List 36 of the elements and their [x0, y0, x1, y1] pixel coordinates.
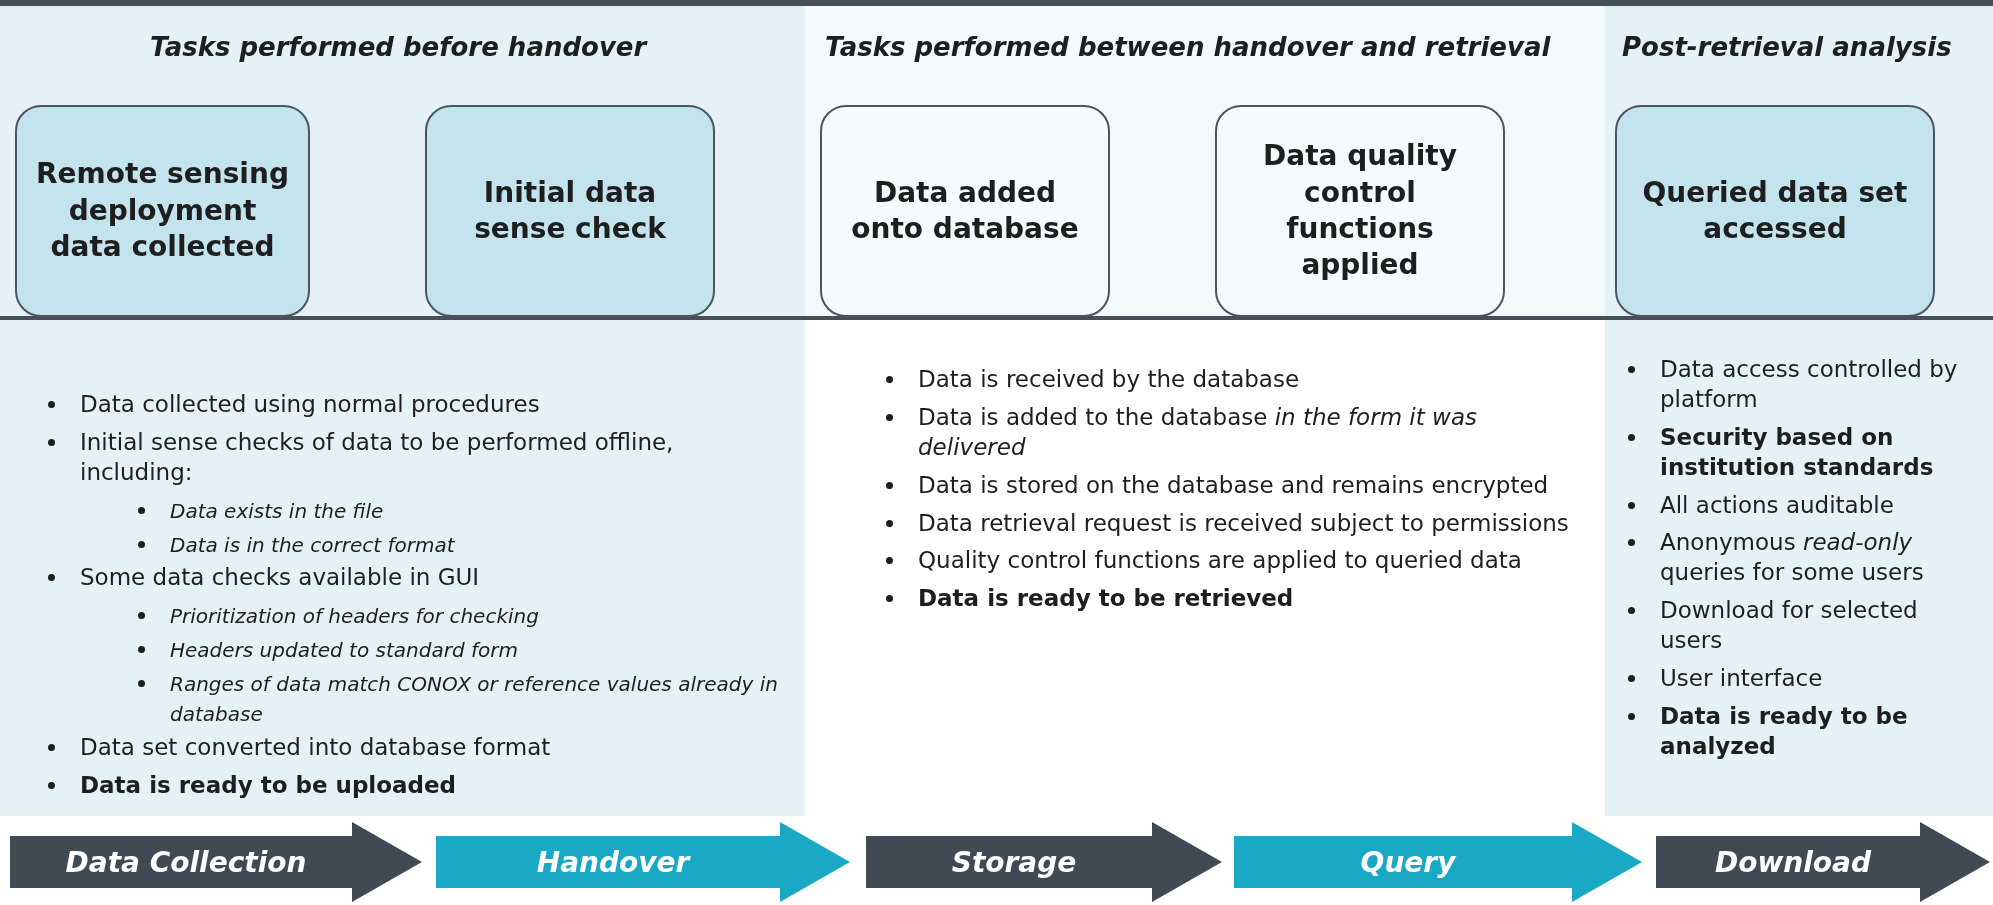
column-heading: Tasks performed before handover	[150, 32, 647, 62]
column-heading: Post-retrieval analysis	[1622, 32, 1952, 62]
stage-banner: Storage	[866, 822, 1222, 902]
bullet-text: Headers updated to standard form	[170, 638, 518, 663]
stage-banner: Query	[1234, 822, 1642, 902]
process-box: Data quality control functions applied	[1215, 105, 1505, 317]
bullet-text: Data is ready to be uploaded	[80, 771, 457, 798]
bullet-text: All actions auditable	[1660, 491, 1894, 518]
bullet-text: Data is in the correct format	[170, 532, 455, 557]
bullet-text: Data is ready to be analyzed	[1660, 702, 1908, 759]
bullet-text: Data is added to the database in the form it was delivered	[918, 403, 1477, 460]
bullet-text: Data is received by the database	[918, 366, 1300, 392]
column-heading: Tasks performed between handover and retrieval	[825, 32, 1551, 62]
bullet-text: Data exists in the file	[170, 498, 384, 523]
bullet-text: Prioritization of headers for checking	[170, 604, 539, 629]
bullet-text: User interface	[1660, 665, 1823, 691]
bullet-text: Quality control functions are applied to queried data	[918, 547, 1522, 574]
bullet-text: Data is ready to be retrieved	[918, 585, 1294, 612]
process-box: Initial data sense check	[425, 105, 715, 317]
stage-banner: Handover	[436, 822, 850, 902]
bullet-text: Data retrieval request is received subject to permissions	[918, 509, 1569, 536]
bullet-text: Data set converted into database format	[80, 733, 551, 760]
bullet-text: Data collected using normal procedures	[80, 391, 540, 417]
process-box: Data added onto database	[820, 105, 1110, 317]
bullet-text: Initial sense checks of data to be performed offline, including:	[80, 428, 674, 485]
bullet-text: Security based on institution standards	[1660, 423, 1934, 480]
process-box: Remote sensing deployment data collected	[15, 105, 310, 317]
bullet-text: Some data checks available in GUI	[80, 564, 480, 591]
bullet-text: Data access controlled by platform	[1660, 356, 1958, 412]
process-box: Queried data set accessed	[1615, 105, 1935, 317]
bullet-text: Anonymous read-only queries for some users	[1660, 529, 1924, 586]
stage-banner: Download	[1656, 822, 1990, 902]
bullet-text: Ranges of data match CONOX or reference values already in database	[170, 672, 778, 726]
bullet-text: Data is stored on the database and remains encrypted	[918, 471, 1549, 498]
stage-banner: Data Collection	[10, 822, 422, 902]
bullet-text: Download for selected users	[1660, 597, 1918, 654]
